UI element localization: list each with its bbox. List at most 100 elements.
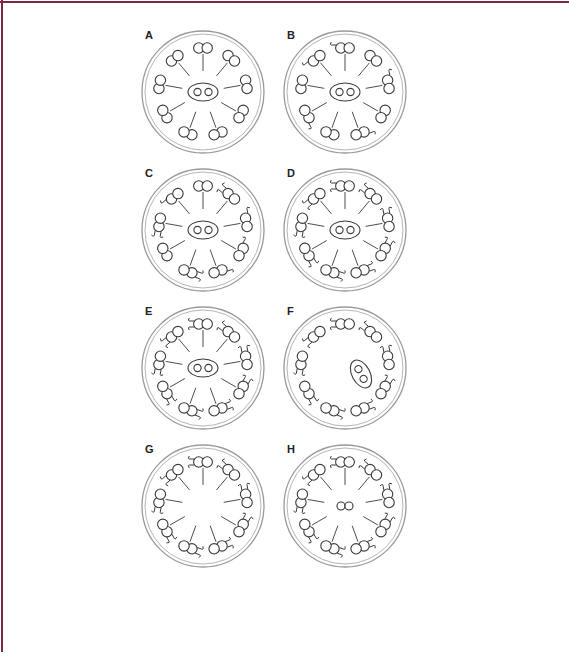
membrane-outer (142, 31, 264, 153)
outer-dynein-arm (167, 537, 170, 543)
outer-dynein-arm (302, 200, 308, 204)
radial-spoke (352, 526, 358, 542)
inner-dynein-arm (172, 396, 177, 401)
b-tubule (376, 526, 386, 536)
central-sheath (330, 221, 360, 239)
radial-spoke (312, 103, 327, 112)
b-tubule (371, 194, 381, 204)
b-tubule (155, 75, 165, 85)
inner-dynein-arm (302, 507, 305, 513)
b-tubule (179, 127, 189, 137)
axoneme-section (284, 31, 406, 153)
b-tubule (297, 489, 307, 499)
b-tubule (155, 489, 165, 499)
radial-spoke (166, 223, 183, 226)
b-tubule (321, 541, 331, 551)
membrane-outer (284, 169, 406, 291)
b-tubule (158, 105, 168, 115)
inner-dynein-arm (308, 204, 312, 210)
radial-spoke (166, 85, 183, 88)
inner-dynein-arm (359, 327, 365, 331)
radial-spoke (312, 241, 327, 250)
inner-dynein-arm (166, 342, 170, 348)
b-tubule (202, 181, 212, 191)
membrane-outer (142, 169, 264, 291)
b-tubule (229, 194, 239, 204)
inner-dynein-arm (217, 189, 223, 193)
outer-dynein-arm (364, 321, 368, 327)
central-pair (346, 357, 376, 392)
central-pair (188, 221, 218, 239)
radial-spoke (221, 517, 236, 526)
outer-dynein-arm (390, 517, 395, 522)
inner-dynein-arm (339, 408, 345, 411)
panel-letter: H (287, 444, 295, 455)
b-tubule (173, 326, 183, 336)
inner-dynein-arm (367, 261, 372, 266)
inner-dynein-arm (314, 534, 319, 539)
b-tubule (234, 112, 244, 122)
inner-dynein-arm (380, 209, 384, 215)
outer-dynein-arm (369, 269, 375, 272)
b-tubule (209, 130, 219, 140)
outer-dynein-arm (247, 207, 250, 213)
radial-spoke (224, 85, 241, 88)
radial-spoke (321, 201, 332, 214)
panel-letter: C (145, 168, 153, 179)
radial-spoke (363, 517, 378, 526)
radial-spoke (363, 241, 378, 250)
b-tubule (351, 406, 361, 416)
central-tubule (337, 502, 345, 510)
inner-dynein-arm (302, 369, 305, 375)
radial-spoke (210, 526, 216, 542)
frame-left (1, 0, 3, 652)
central-tubule (205, 88, 212, 95)
radial-spoke (366, 85, 383, 88)
inner-dynein-arm (160, 507, 163, 513)
radial-spoke (216, 477, 227, 490)
b-tubule (297, 351, 307, 361)
inner-dynein-arm (188, 465, 194, 468)
central-tubule (347, 88, 354, 95)
outer-dynein-arm (195, 415, 200, 420)
radial-spoke (312, 517, 327, 526)
radial-spoke (308, 223, 325, 226)
radial-spoke (216, 339, 227, 352)
outer-dynein-arm (364, 183, 368, 189)
radial-spoke (332, 250, 338, 266)
outer-dynein-arm (389, 207, 392, 213)
axoneme-section (284, 307, 406, 429)
central-tubule (194, 88, 201, 95)
b-tubule (234, 250, 244, 260)
membrane-outer (142, 307, 264, 429)
b-tubule (155, 213, 165, 223)
outer-dynein-arm (293, 506, 297, 512)
inner-dynein-arm (359, 189, 365, 193)
radial-spoke (221, 379, 236, 388)
membrane-inner (145, 448, 261, 564)
radial-spoke (210, 250, 216, 266)
radial-spoke (210, 388, 216, 404)
inner-dynein-arm (314, 396, 319, 401)
outer-dynein-arm (151, 230, 155, 236)
inner-dynein-arm (238, 485, 242, 491)
inner-dynein-arm (359, 465, 365, 469)
b-tubule (351, 268, 361, 278)
inner-dynein-arm (330, 327, 336, 330)
central-tubule (194, 364, 201, 371)
b-tubule (384, 497, 394, 507)
outer-dynein-arm (330, 456, 336, 459)
inner-dynein-arm (188, 327, 194, 330)
inner-dynein-arm (339, 270, 345, 273)
inner-dynein-arm (225, 399, 230, 404)
inner-dynein-arm (172, 534, 177, 539)
b-tubule (351, 130, 361, 140)
outer-dynein-arm (302, 338, 308, 342)
central-tubule (359, 374, 369, 384)
outer-dynein-arm (337, 415, 342, 420)
membrane-inner (145, 310, 261, 426)
radial-spoke (170, 103, 185, 112)
panel-letter: A (145, 30, 153, 41)
outer-dynein-arm (247, 345, 250, 351)
